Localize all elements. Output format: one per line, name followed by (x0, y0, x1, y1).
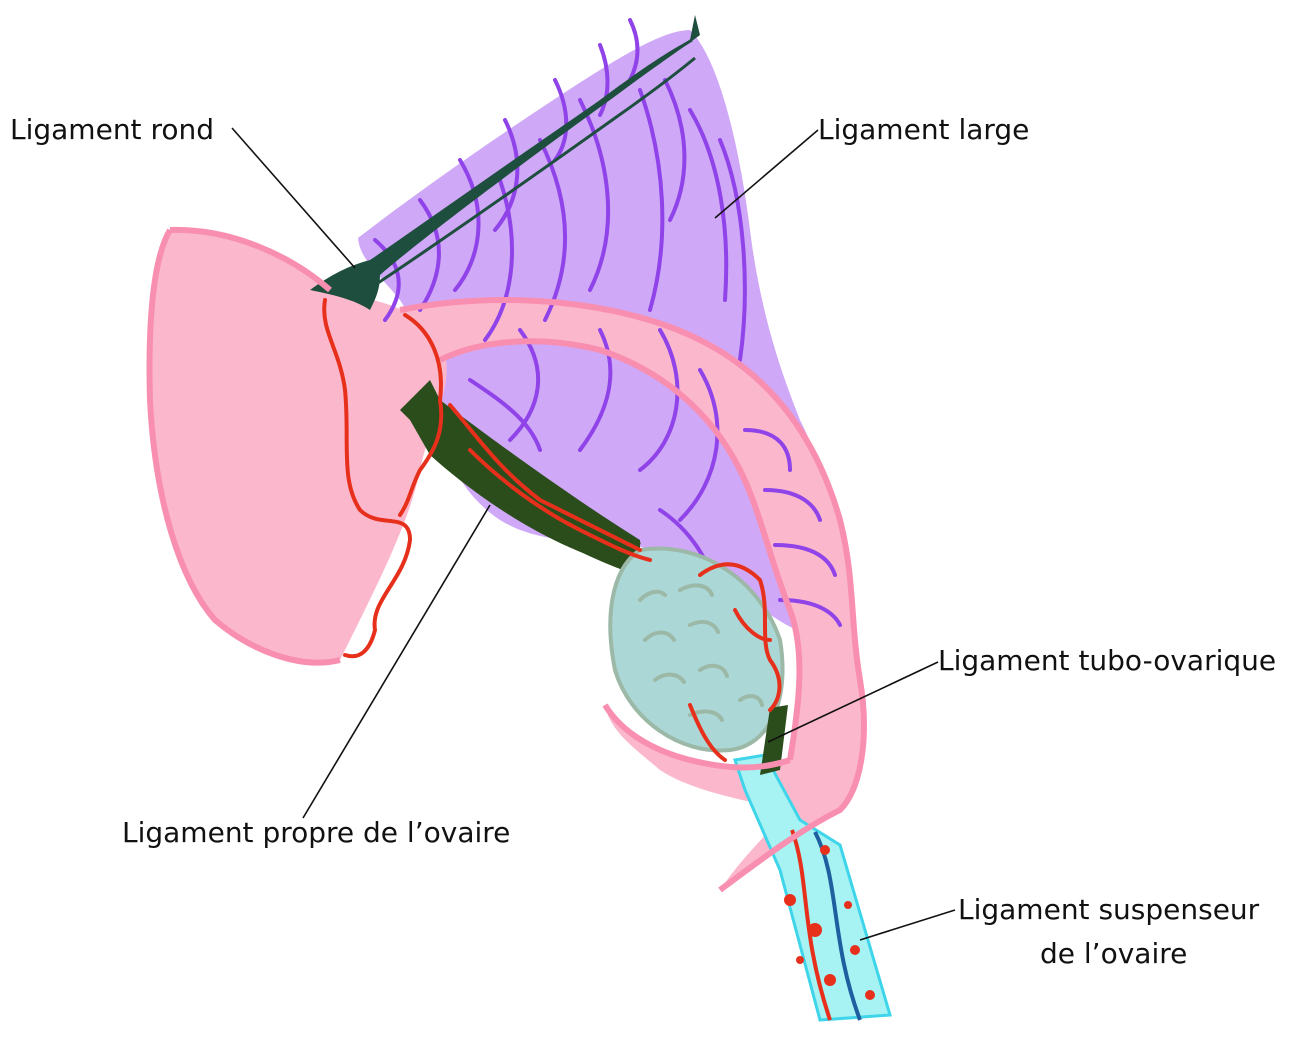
leader-suspensory (860, 910, 955, 940)
label-tubo-ovarian-ligament: Ligament tubo-ovarique (938, 643, 1276, 679)
label-suspensory-ligament-line2: de l’ovaire (1040, 936, 1187, 972)
label-broad-ligament: Ligament large (818, 112, 1029, 148)
label-suspensory-ligament-line1: Ligament suspenseur (958, 892, 1259, 928)
label-round-ligament: Ligament rond (10, 112, 214, 148)
label-ovarian-ligament: Ligament propre de l’ovaire (122, 815, 510, 851)
